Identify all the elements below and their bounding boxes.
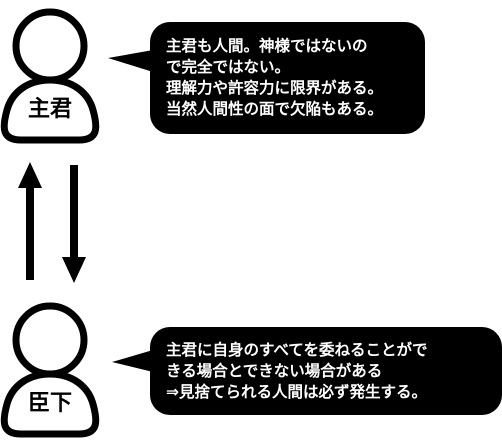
up-arrow (18, 162, 42, 280)
down-arrow (62, 165, 86, 283)
lord-bubble-line: で完全ではない。 (166, 58, 291, 76)
lord-bubble-text: 主君も人間。神様ではないの で完全ではない。 理解力や許容力に限界がある。 当然… (166, 36, 383, 120)
retainer-bubble-line: ⇒見捨てられる人間は必ず発生する。 (166, 383, 427, 401)
lord-bubble-line: 当然人間性の面で欠陥もある。 (166, 100, 384, 118)
lord-speech-bubble (108, 22, 425, 134)
retainer-bubble-line: 主君に自身のすべてを委ねることがで (166, 341, 428, 359)
lord-label: 主君 (28, 97, 73, 122)
retainer-bubble-line: きる場合とできない場合がある (166, 362, 383, 380)
retainer-label: 臣下 (28, 391, 73, 416)
lord-bubble-line: 主君も人間。神様ではないの (166, 37, 368, 55)
retainer-head-shape (12, 302, 88, 378)
lord-head-shape (12, 8, 88, 84)
retainer-person-icon (0, 302, 100, 438)
retainer-speech-bubble (112, 327, 502, 415)
retainer-bubble-text: 主君に自身のすべてを委ねることがで きる場合とできない場合がある ⇒見捨てられる… (166, 340, 428, 403)
lord-person-icon (0, 8, 100, 144)
lord-bubble-line: 理解力や許容力に限界がある。 (166, 79, 384, 97)
